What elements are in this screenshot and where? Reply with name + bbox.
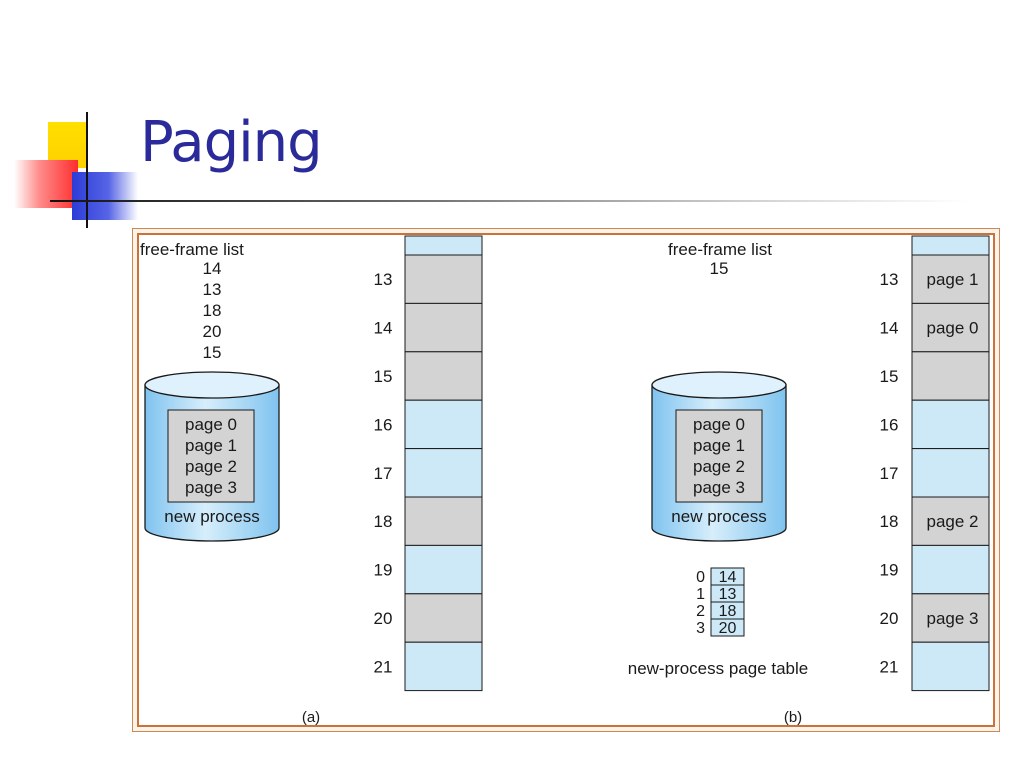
memory-frame-a-19 <box>404 544 483 595</box>
memory-frame-b-21 <box>911 641 990 692</box>
disk-pages-b: page 0 page 1 page 2 page 3 <box>693 415 745 497</box>
frame-number-a-20: 20 <box>374 609 393 628</box>
frame-number-a-21: 21 <box>374 657 393 676</box>
page-table-frame-0: 14 <box>719 569 737 586</box>
memory-frame-b-19 <box>911 544 990 595</box>
page-table-index-1: 1 <box>696 586 705 603</box>
free-frame-list-title-a: free-frame list <box>140 240 244 259</box>
disk-page-a-1: page 1 <box>185 436 237 455</box>
memory-frame-a-17 <box>404 448 483 498</box>
memory-frame-b-16 <box>911 399 990 450</box>
page-table-frame-3: 20 <box>719 620 737 637</box>
free-frame-a-20: 20 <box>203 322 222 341</box>
free-frame-list-a: 14 13 18 20 15 <box>203 259 222 362</box>
disk-label-b: new process <box>671 507 766 526</box>
memory-frame-b-18 <box>911 496 990 546</box>
memory-frame-a-14 <box>404 302 483 353</box>
title-deco-blue-bar <box>72 172 138 220</box>
free-frame-b-15: 15 <box>710 259 729 278</box>
memory-frame-a-18 <box>404 496 483 546</box>
frame-number-b-18: 18 <box>880 512 899 531</box>
disk-page-b-3: page 3 <box>693 478 745 497</box>
memory-frame-b-17 <box>911 448 990 498</box>
frame-number-a-14: 14 <box>374 319 393 338</box>
free-frame-a-13: 13 <box>203 280 222 299</box>
disk-page-box-a <box>167 409 255 503</box>
frame-number-a-15: 15 <box>374 367 393 386</box>
frame-content-b-14: page 0 <box>927 319 979 338</box>
memory-frame-b-15 <box>911 351 990 401</box>
disk-a: page 0 page 1 page 2 page 3 new process <box>144 371 280 542</box>
free-frame-a-18: 18 <box>203 301 222 320</box>
page-table-frame-2: 18 <box>719 603 737 620</box>
slide-title: Paging <box>140 110 323 175</box>
frame-number-a-17: 17 <box>374 464 393 483</box>
title-deco-vertical-line <box>86 112 88 228</box>
frame-number-a-18: 18 <box>374 512 393 531</box>
frame-content-b-13: page 1 <box>927 270 979 289</box>
frame-number-a-16: 16 <box>374 415 393 434</box>
memory-frame-b-14 <box>911 302 990 353</box>
caption-a: (a) <box>302 709 320 726</box>
disk-page-a-2: page 2 <box>185 457 237 476</box>
frame-number-b-21: 21 <box>880 657 899 676</box>
figure-inner-border <box>137 233 995 727</box>
free-frame-list-title-b: free-frame list <box>668 240 772 259</box>
page-table-index-0: 0 <box>696 569 705 586</box>
memory-frame-a-13 <box>404 254 483 304</box>
page-table-index-2: 2 <box>696 603 705 620</box>
free-frame-list-b: 15 <box>710 259 729 278</box>
disk-page-b-0: page 0 <box>693 415 745 434</box>
memory-frame-b-20 <box>911 593 990 643</box>
memory-frame-a-20 <box>404 593 483 643</box>
frame-number-b-16: 16 <box>880 415 899 434</box>
memory-frame-a-16 <box>404 399 483 450</box>
page-table-label: new-process page table <box>628 659 809 678</box>
disk-page-box-b <box>675 409 763 503</box>
frame-content-b-20: page 3 <box>927 609 979 628</box>
frame-number-a-13: 13 <box>374 270 393 289</box>
memory-frame-above-b <box>911 235 990 256</box>
frame-number-b-20: 20 <box>880 609 899 628</box>
disk-top-a <box>144 371 280 399</box>
frame-number-b-17: 17 <box>880 464 899 483</box>
disk-top-b <box>651 371 787 399</box>
page-table-b: 0 14 1 13 2 18 3 20 <box>696 567 745 637</box>
memory-frame-above-a <box>404 235 483 256</box>
free-frame-a-14: 14 <box>203 259 222 278</box>
disk-label-a: new process <box>164 507 259 526</box>
memory-frames-a: 13 14 15 16 17 18 19 20 21 <box>374 235 483 692</box>
free-frame-a-15: 15 <box>203 343 222 362</box>
disk-pages-a: page 0 page 1 page 2 page 3 <box>185 415 237 497</box>
frame-number-a-19: 19 <box>374 561 393 580</box>
page-table-cell-3 <box>710 618 745 637</box>
memory-frame-a-15 <box>404 351 483 401</box>
disk-page-a-0: page 0 <box>185 415 237 434</box>
disk-page-a-3: page 3 <box>185 478 237 497</box>
disk-page-b-1: page 1 <box>693 436 745 455</box>
memory-frame-a-21 <box>404 641 483 692</box>
frame-number-b-15: 15 <box>880 367 899 386</box>
title-underline <box>50 200 970 202</box>
frame-number-b-13: 13 <box>880 270 899 289</box>
page-table-index-3: 3 <box>696 620 705 637</box>
frame-number-b-14: 14 <box>880 319 899 338</box>
memory-frames-b: 13 page 1 14 page 0 15 16 17 18 page 2 19 20 page 3… <box>880 235 990 692</box>
page-table-frame-1: 13 <box>719 586 737 603</box>
caption-b: (b) <box>784 709 802 726</box>
frame-content-b-18: page 2 <box>927 512 979 531</box>
disk-b: page 0 page 1 page 2 page 3 new process <box>651 371 787 542</box>
disk-page-b-2: page 2 <box>693 457 745 476</box>
frame-number-b-19: 19 <box>880 561 899 580</box>
